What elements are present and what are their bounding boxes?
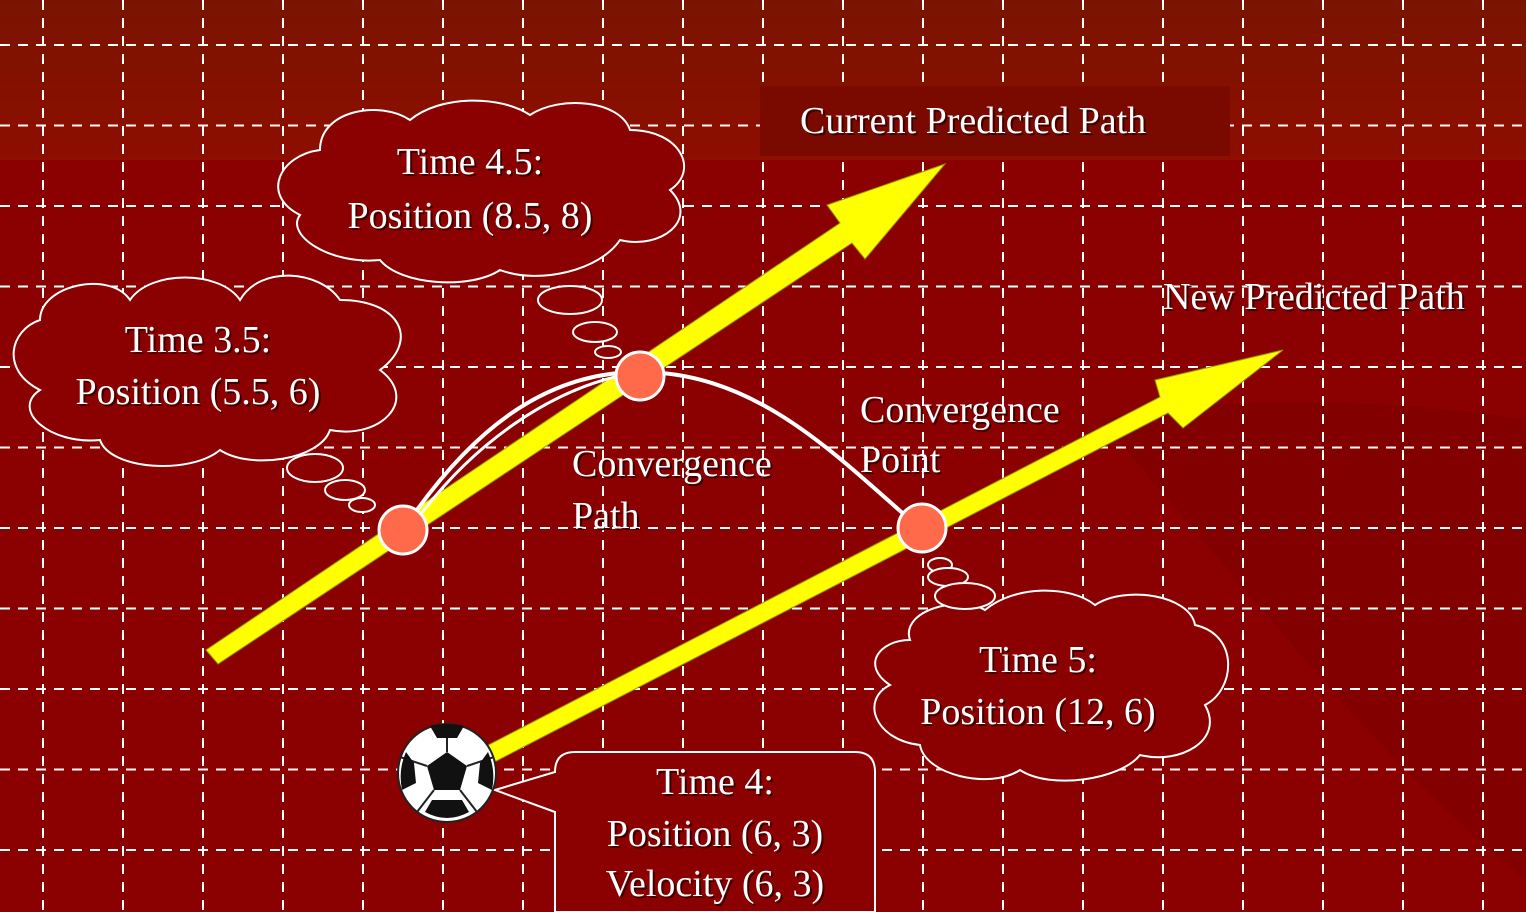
current-path-label: Current Predicted Path: [800, 100, 1147, 142]
path-point-t45: [614, 350, 666, 402]
current-path-label-box: [760, 86, 1230, 156]
path-point-t35: [377, 504, 429, 556]
callout-t35-position: Position (5.5, 6): [75, 371, 321, 413]
callout-t35-time: Time 3.5:: [124, 319, 272, 361]
convergence-point-label-line1: Convergence: [860, 389, 1060, 431]
cloud-callout-t35: [12, 274, 402, 513]
callout-t5-position: Position (12, 6): [920, 691, 1156, 733]
background-swoosh: [1100, 402, 1526, 880]
callout-t5-time: Time 5:: [979, 639, 1097, 681]
convergence-point-label-line2: Point: [860, 439, 941, 481]
new-path-label: New Predicted Path: [1163, 276, 1465, 318]
new-path-arrow-icon: [439, 349, 1284, 787]
cloud-callout-t5: [873, 557, 1230, 782]
soccer-ball-icon: [397, 723, 497, 823]
callout-t4-velocity: Velocity (6, 3): [605, 863, 825, 905]
callout-t45-time: Time 4.5:: [396, 141, 544, 183]
callout-t4-position: Position (6, 3): [606, 813, 824, 855]
callout-t4-time: Time 4:: [656, 761, 774, 803]
speech-bubble-t4: [491, 751, 876, 912]
callout-t45-position: Position (8.5, 8): [347, 195, 593, 237]
convergence-path-outline: [416, 370, 641, 519]
convergence-path-label-line2: Path: [572, 495, 640, 537]
convergence-path-label-line1: Convergence: [572, 443, 772, 485]
path-point-t5: [896, 502, 948, 554]
cloud-callout-t45: [277, 99, 686, 359]
